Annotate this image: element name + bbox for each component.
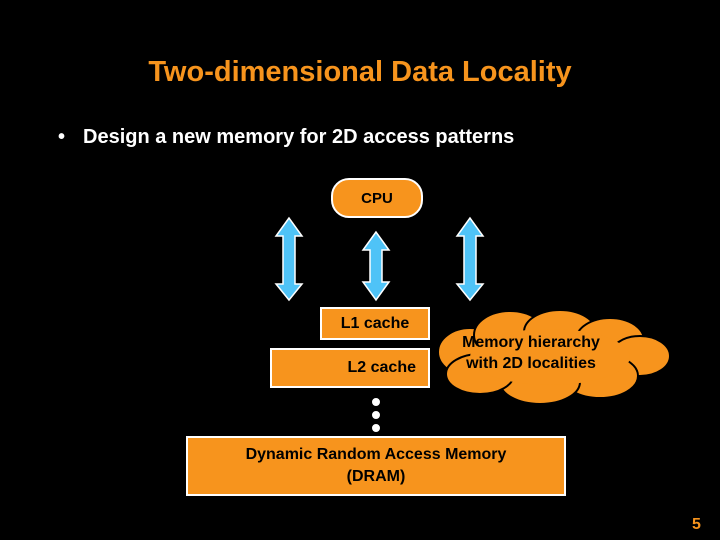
- cpu-box: CPU: [331, 178, 423, 218]
- bullet-text: Design a new memory for 2D access patter…: [83, 126, 515, 148]
- l1-cache-box: L1 cache: [320, 307, 430, 340]
- memory-hierarchy-cloud: [437, 309, 671, 405]
- ellipsis-dot: [371, 410, 381, 420]
- cloud-label-line1: Memory hierarchy: [462, 334, 600, 351]
- dram-label-line1: Dynamic Random Access Memory: [245, 446, 507, 463]
- ellipsis-dot: [371, 423, 381, 433]
- dram-label-line2: (DRAM): [346, 468, 406, 485]
- cloud-label-line2: with 2D localities: [466, 355, 596, 372]
- page-number: 5: [692, 516, 701, 533]
- ellipsis-dot: [371, 397, 381, 407]
- bullet-item: • Design a new memory for 2D access patte…: [58, 126, 514, 149]
- arrow-right: [455, 216, 485, 302]
- cloud-label: Memory hierarchy with 2D localities: [440, 332, 622, 374]
- arrow-left: [274, 216, 304, 302]
- l2-cache-box: L2 cache: [270, 348, 430, 388]
- dram-box: Dynamic Random Access Memory (DRAM): [186, 436, 566, 496]
- slide-title: Two-dimensional Data Locality: [148, 56, 572, 88]
- arrow-center: [361, 230, 391, 302]
- bullet-dot: •: [58, 126, 66, 148]
